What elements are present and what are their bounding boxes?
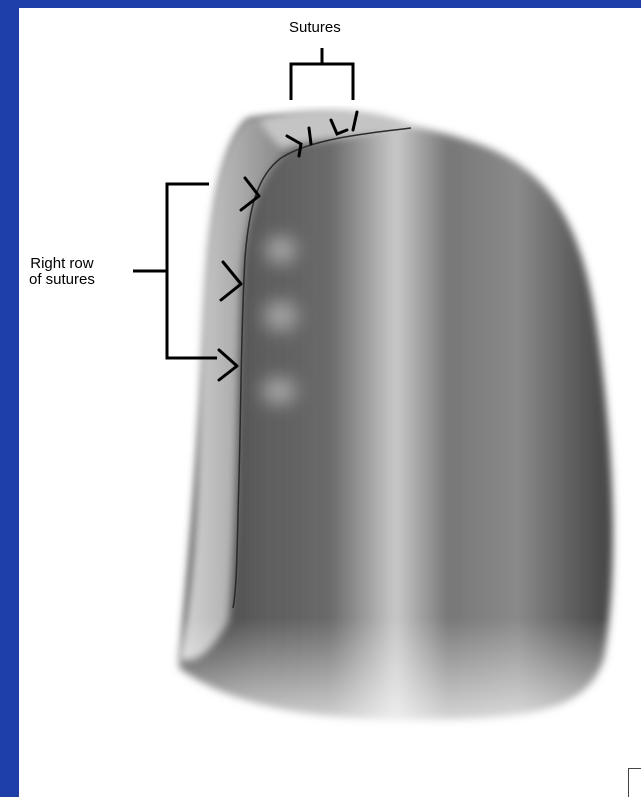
right-row-label-line2: of sutures xyxy=(29,272,95,288)
right-row-label-line1: Right row xyxy=(29,256,95,272)
sutures-bracket xyxy=(291,48,353,100)
right-row-label: Right row of sutures xyxy=(29,256,95,288)
sutures-label: Sutures xyxy=(289,20,341,36)
corner-logo xyxy=(628,768,641,797)
illustration-panel: Sutures Right row of sutures xyxy=(19,8,641,797)
tissue-illustration xyxy=(19,8,641,797)
